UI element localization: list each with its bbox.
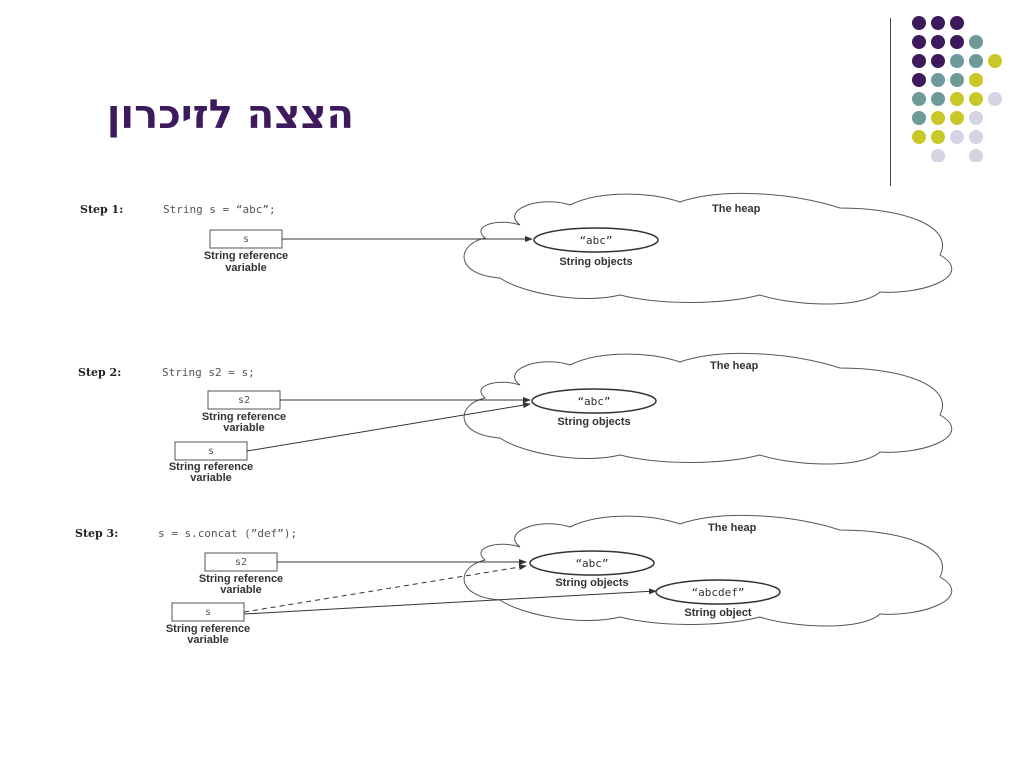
string-memory-diagram: Step 1: String s = “abc”; The heap s Str… [75, 192, 953, 646]
title-divider [890, 18, 891, 186]
ref-caption-line2: variable [187, 634, 229, 646]
dot-yellow [931, 111, 945, 125]
ref-caption-line1: String reference [204, 250, 288, 262]
dot-yellow [931, 130, 945, 144]
object-text-abc-step2: “abc” [577, 395, 610, 408]
ref-caption-line1: String reference [202, 411, 286, 423]
ref-caption-line2: variable [225, 262, 267, 274]
step-1-code: String s = “abc”; [163, 203, 276, 216]
step-3-code: s = s.concat (”def”); [158, 527, 297, 540]
step-1-label: Step 1: [80, 203, 123, 216]
string-objects-label-step1: String objects [559, 256, 632, 268]
string-object-abcdef [655, 579, 781, 605]
dot-yellow [950, 92, 964, 106]
string-objects-label-step3: String objects [555, 577, 628, 589]
heap-cloud-3 [463, 514, 953, 627]
dot-teal [931, 73, 945, 87]
dot-teal [969, 35, 983, 49]
ref-name-s-step2: s [208, 446, 214, 457]
dot-purple [950, 16, 964, 30]
step-2: Step 2: String s2 = s; The heap s2 Strin… [78, 352, 953, 484]
ref-caption-line1: String reference [199, 573, 283, 585]
dot-yellow [950, 111, 964, 125]
dot-lavender [969, 111, 983, 125]
string-object-abc-step2 [531, 388, 657, 414]
ref-caption-line1: String reference [166, 623, 250, 635]
ref-name-s-step3: s [205, 607, 211, 618]
ref-caption-line1: String reference [169, 461, 253, 473]
ref-name-s2-step2: s2 [238, 395, 250, 406]
heap-label-1: The heap [712, 203, 761, 215]
ref-name-s-step1: s [243, 234, 249, 245]
dot-purple [912, 35, 926, 49]
object-text-abcdef: “abcdef” [692, 586, 745, 599]
dot-teal [969, 54, 983, 68]
dot-purple [912, 73, 926, 87]
dot-teal [912, 111, 926, 125]
dot-yellow [969, 73, 983, 87]
string-objects-label-step2: String objects [557, 416, 630, 428]
heap-label-2: The heap [710, 360, 759, 372]
dot-lavender [931, 149, 945, 162]
dot-purple [931, 35, 945, 49]
slide-title: הצצה לזיכרון [106, 92, 354, 138]
string-object-abc-step3 [529, 550, 655, 576]
dot-purple [931, 54, 945, 68]
dot-yellow [988, 54, 1002, 68]
dot-lavender [969, 149, 983, 162]
arrow-s-to-abcdef [243, 588, 657, 615]
decorative-dot-grid [912, 16, 1002, 162]
heap-cloud-2 [463, 352, 953, 465]
arrow-s-old-to-abc-dashed [243, 564, 527, 613]
dot-purple [950, 35, 964, 49]
dot-purple [931, 16, 945, 30]
dot-yellow [969, 92, 983, 106]
ref-caption-line2: variable [220, 584, 262, 596]
step-2-label: Step 2: [78, 366, 121, 379]
ref-caption-line2: variable [223, 422, 265, 434]
dot-teal [931, 92, 945, 106]
dot-teal [912, 92, 926, 106]
string-object-label: String object [684, 607, 752, 619]
step-1: Step 1: String s = “abc”; The heap s Str… [80, 192, 953, 305]
step-2-code: String s2 = s; [162, 366, 255, 379]
dot-teal [950, 54, 964, 68]
ref-name-s2-step3: s2 [235, 557, 247, 568]
object-text-abc-step1: “abc” [579, 234, 612, 247]
dot-yellow [912, 130, 926, 144]
dot-lavender [969, 130, 983, 144]
dot-lavender [988, 92, 1002, 106]
object-text-abc-step3: “abc” [575, 557, 608, 570]
step-3: Step 3: s = s.concat (”def”); The heap s… [75, 514, 953, 646]
dot-teal [950, 73, 964, 87]
heap-cloud-1 [463, 192, 953, 305]
dot-lavender [950, 130, 964, 144]
ref-caption-line2: variable [190, 472, 232, 484]
dot-purple [912, 54, 926, 68]
string-object-abc-step1 [533, 227, 659, 253]
step-3-label: Step 3: [75, 527, 118, 540]
heap-label-3: The heap [708, 522, 757, 534]
arrow-s-to-abc-step2 [246, 402, 531, 452]
dot-purple [912, 16, 926, 30]
